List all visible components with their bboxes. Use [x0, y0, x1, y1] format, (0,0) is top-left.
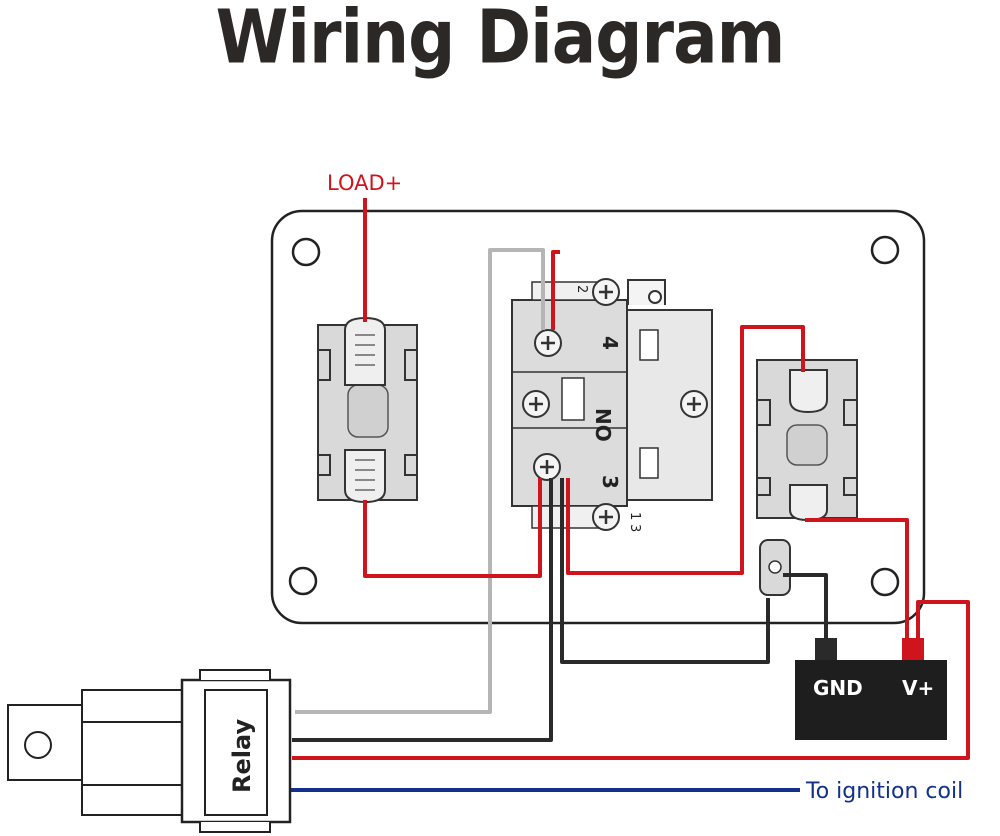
screw-icon [532, 452, 562, 482]
screw-icon [533, 328, 563, 358]
relay-label: Relay [228, 719, 256, 793]
page-title: Wiring Diagram [215, 0, 786, 81]
load-label: LOAD+ [327, 171, 402, 195]
mounting-hole-icon [870, 567, 900, 597]
battery-icon: GND V+ [795, 638, 947, 740]
ground-wire-b [560, 478, 770, 664]
terminal-2-label: 2 [574, 285, 589, 293]
terminal-4-wire [551, 250, 560, 330]
screw-icon [521, 389, 551, 419]
mounting-hole-icon [291, 237, 321, 267]
terminal-3-label: 3 [598, 475, 622, 489]
screw-icon [679, 389, 709, 419]
ignition-label: To ignition coil [805, 779, 963, 804]
toggle-switch-right [756, 359, 858, 596]
terminal-4-label: 4 [598, 336, 622, 350]
left-switch-wire [363, 478, 542, 578]
toggle-switch-left [317, 316, 418, 504]
wires [290, 198, 970, 792]
terminal-1-label: 1 [627, 512, 642, 520]
vplus-label: V+ [902, 676, 934, 700]
ground-wire-c [292, 478, 553, 742]
mounting-hole-icon [288, 566, 318, 596]
terminal-no-label: NO [591, 408, 615, 442]
gnd-label: GND [813, 676, 863, 700]
ground-wire-a [783, 573, 828, 638]
screw-icon [591, 502, 621, 532]
vplus-wire [805, 518, 909, 638]
terminal-3b-label: 3 [627, 524, 642, 532]
relay-icon: Relay [7, 669, 292, 833]
mounting-hole-icon [870, 235, 900, 265]
right-switch-feed-wire [566, 325, 805, 575]
relay-power-wire [292, 600, 970, 760]
signal-wire [295, 248, 545, 714]
screw-icon [591, 277, 621, 307]
